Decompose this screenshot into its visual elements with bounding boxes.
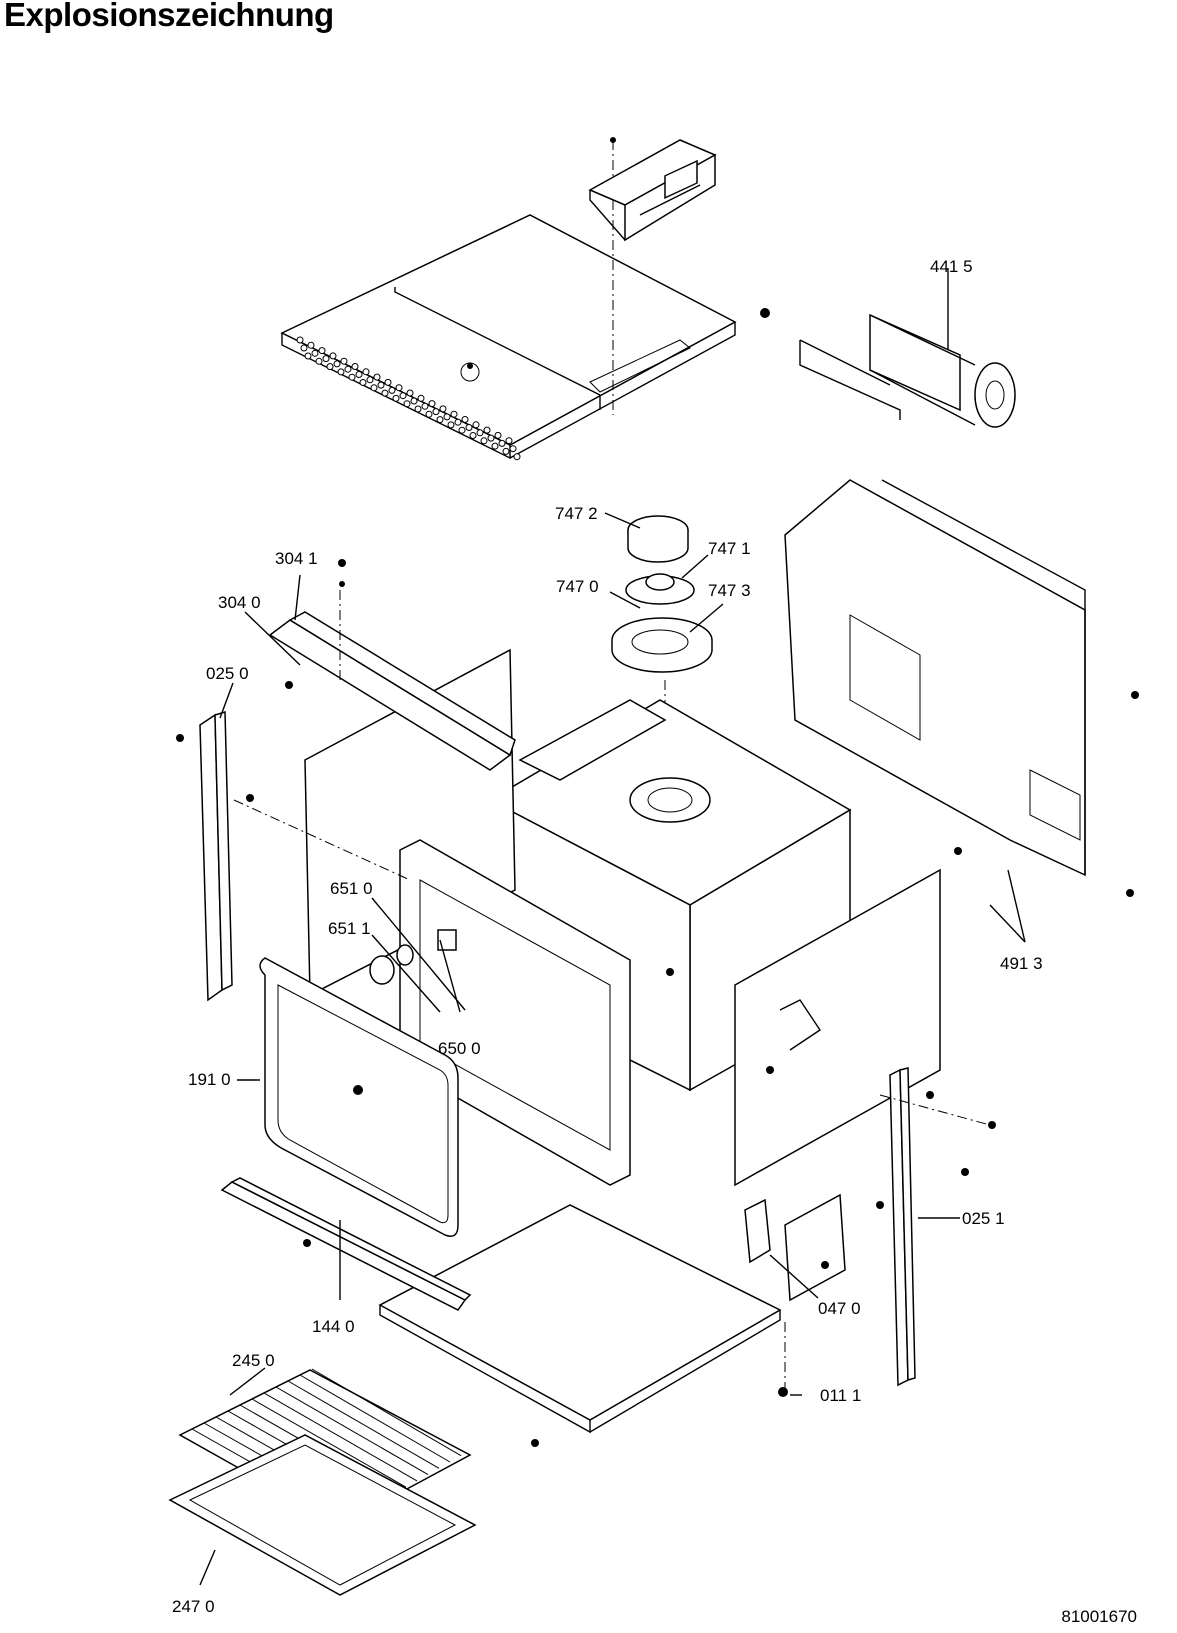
callout-491-3: 491 3	[1000, 954, 1043, 973]
control-unit	[588, 139, 717, 242]
callout-651-1: 651 1	[328, 919, 371, 938]
diagram-title: Explosionszeichnung	[4, 0, 334, 33]
top-rail	[268, 611, 516, 771]
callout-304-1: 304 1	[275, 549, 318, 568]
callout-747-1: 747 1	[708, 539, 751, 558]
convection-fan-assembly	[611, 515, 713, 860]
callout-747-2: 747 2	[555, 504, 598, 523]
callout-245-0: 245 0	[232, 1351, 275, 1370]
callout-247-0: 247 0	[172, 1597, 215, 1616]
callout-441-5: 441 5	[930, 257, 973, 276]
cooling-fan-motor	[799, 313, 1016, 428]
callout-025-0: 025 0	[206, 664, 249, 683]
right-vertical-strip	[889, 1067, 916, 1387]
top-cover-panel	[280, 214, 770, 461]
callout-747-3: 747 3	[708, 581, 751, 600]
callout-144-0: 144 0	[312, 1317, 355, 1336]
front-bottom-strip	[220, 1177, 472, 1311]
screws	[176, 559, 1139, 1447]
leader-lines	[199, 512, 1026, 1586]
rear-panel	[784, 479, 1086, 877]
door-hinge	[744, 1193, 846, 1302]
left-vertical-strip	[199, 710, 233, 1002]
callout-011-1: 011 1	[820, 1386, 862, 1405]
document-number: 81001670	[1061, 1607, 1137, 1626]
callout-650-0: 650 0	[438, 1039, 481, 1058]
callout-047-0: 047 0	[818, 1299, 861, 1318]
oven-lamp	[369, 929, 457, 985]
callout-025-1: 025 1	[962, 1209, 1005, 1228]
bottom-panel	[378, 1204, 782, 1434]
callout-651-0: 651 0	[330, 879, 373, 898]
callout-304-0: 304 0	[218, 593, 261, 612]
right-side-panel	[734, 868, 941, 1187]
callout-191-0: 191 0	[188, 1070, 231, 1089]
baking-tray	[168, 1434, 477, 1596]
callout-747-0: 747 0	[556, 577, 599, 596]
door-seal	[259, 957, 459, 1237]
